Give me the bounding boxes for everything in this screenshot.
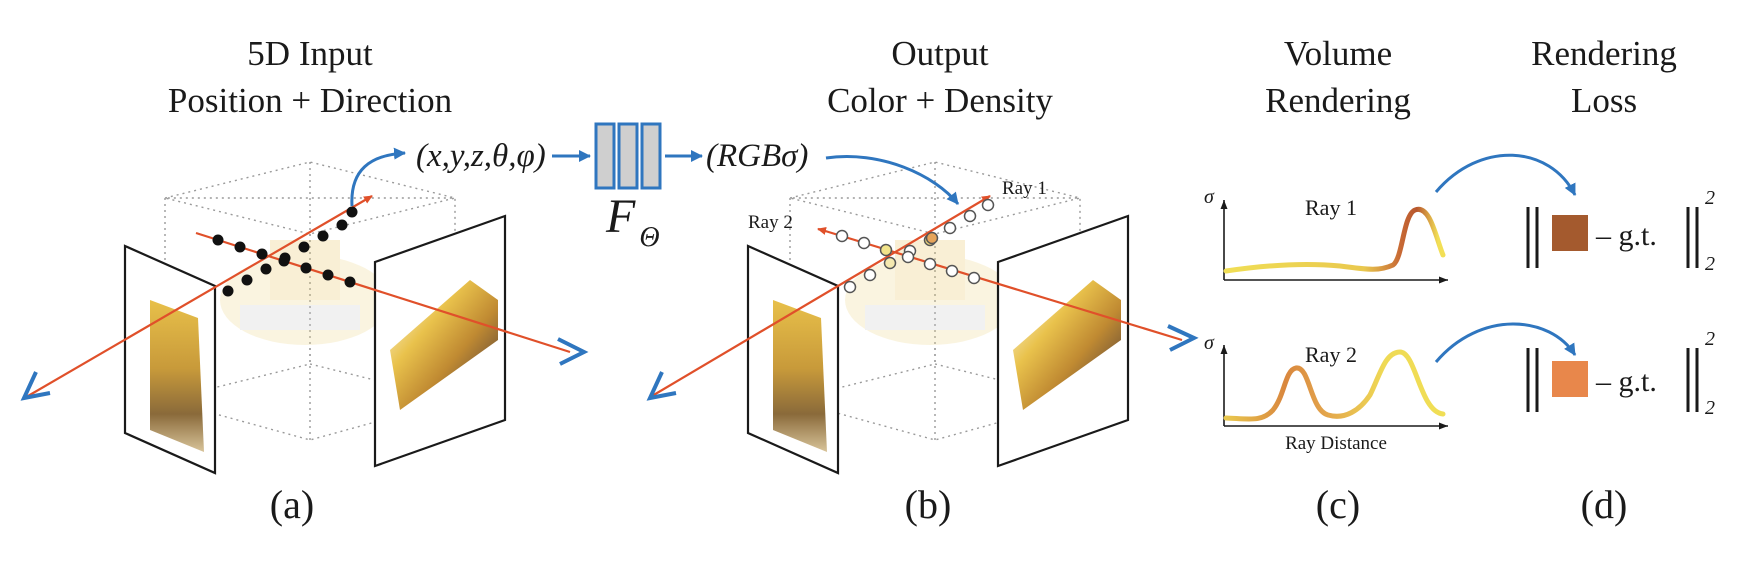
camera-right-b — [1167, 324, 1199, 352]
heading-b-line1: Output — [891, 34, 989, 73]
plot-ray1: σ Ray 1 — [1204, 186, 1448, 284]
subfigure-label-a: (a) — [270, 482, 314, 527]
loss-ray2: – g.t. 2 2 — [1434, 322, 1715, 419]
heading-c-line1: Volume — [1284, 34, 1392, 73]
norm-bars-left-1 — [1526, 207, 1539, 268]
plot-ray2: σ Ray 2 Ray Distance — [1204, 332, 1448, 454]
image-left-a — [150, 300, 204, 452]
loss-ray1: – g.t. 2 2 — [1434, 153, 1715, 275]
predicted-color-swatch-2 — [1552, 361, 1588, 397]
plot1-sigma-label: σ — [1204, 186, 1215, 208]
norm-bars-right-2 — [1686, 348, 1699, 412]
plot-xlabel: Ray Distance — [1285, 433, 1387, 454]
panel-b-scene: Ray 1 Ray 2 — [646, 155, 1199, 475]
ray-b-1 — [651, 195, 991, 397]
camera-right-a — [557, 337, 589, 366]
ray-a-1 — [27, 195, 373, 397]
heading-d-line1: Rendering — [1531, 34, 1677, 73]
plot1-density-curve — [1223, 206, 1446, 274]
heading-a-line1: 5D Input — [247, 34, 373, 73]
norm-bars-left-2 — [1526, 348, 1539, 412]
samples-ray2-b — [835, 229, 981, 285]
plot2-density-curve — [1223, 349, 1446, 422]
network-label-main: F — [605, 190, 636, 243]
camera-left-a — [20, 371, 51, 401]
plot2-sigma-label: σ — [1204, 332, 1215, 354]
image-left-b — [773, 300, 827, 452]
heading-c-line2: Rendering — [1265, 81, 1411, 120]
ray2-label-b: Ray 2 — [748, 212, 793, 233]
arrow-sample-to-input — [350, 147, 406, 207]
subfigure-label-c: (c) — [1316, 482, 1360, 527]
plot1-ray-label: Ray 1 — [1305, 195, 1357, 220]
norm-sup-2: 2 — [1705, 328, 1715, 350]
subfigure-label-b: (b) — [905, 482, 952, 527]
subfigure-label-d: (d) — [1581, 482, 1628, 527]
network-input-label: (x,y,z,θ,φ) — [416, 138, 546, 174]
network-icon — [594, 122, 662, 190]
predicted-color-swatch-1 — [1552, 215, 1588, 251]
norm-sub-2: 2 — [1705, 397, 1715, 419]
panel-a-scene — [20, 147, 589, 475]
image-right-a — [390, 280, 498, 410]
volume-model-b — [845, 240, 1015, 345]
ray-b-2-tail — [817, 227, 827, 235]
network-output-label: (RGBσ) — [706, 138, 808, 174]
gt-label-1: – g.t. — [1595, 219, 1657, 252]
plot2-ray-label: Ray 2 — [1305, 342, 1357, 367]
camera-left-b — [646, 371, 677, 401]
ray1-label-b: Ray 1 — [1002, 178, 1047, 199]
norm-bars-right-1 — [1686, 207, 1699, 268]
samples-ray2-a — [212, 234, 356, 288]
arrow-plot1-to-loss — [1434, 153, 1577, 196]
arrow-output-to-samples — [825, 155, 960, 205]
gt-label-2: – g.t. — [1595, 365, 1657, 398]
norm-sub-1: 2 — [1705, 253, 1715, 275]
heading-a-line2: Position + Direction — [168, 81, 452, 120]
heading-d-line2: Loss — [1571, 81, 1637, 120]
norm-sup-1: 2 — [1705, 187, 1715, 209]
arrow-plot2-to-loss — [1434, 322, 1577, 363]
volume-model-a — [220, 240, 390, 345]
heading-b-line2: Color + Density — [827, 81, 1053, 120]
network-label-sub: Θ — [639, 222, 659, 253]
